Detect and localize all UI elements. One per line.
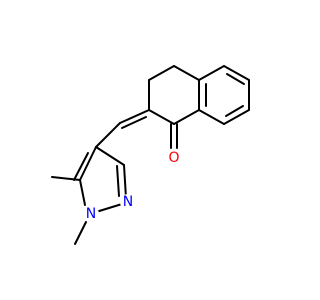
bond-exocyclic-double-1 bbox=[119, 109, 150, 124]
nitrogen-methyl-label: N bbox=[86, 206, 96, 222]
bond-ring-c2-c1 bbox=[148, 109, 175, 125]
bond-ring-ch2-2 bbox=[148, 65, 175, 81]
benzene-ring bbox=[198, 65, 250, 125]
atom-nitrogen-methyl: N bbox=[83, 206, 99, 222]
bond-pyrazole-n2-c3 bbox=[123, 164, 127, 199]
bond-ring-ch2-1 bbox=[173, 65, 200, 81]
molecule-structure: O N N bbox=[51, 65, 250, 245]
bond-pyrazole-c4-c5-inner bbox=[73, 152, 89, 181]
bond-aromatic-3 bbox=[223, 109, 250, 125]
methyl-groups bbox=[51, 176, 87, 245]
cyclohexanone-ring bbox=[148, 65, 200, 125]
bond-pyrazole-n2-c3-inner bbox=[116, 165, 120, 197]
bond-pyrazole-c5-n1 bbox=[79, 179, 86, 206]
bond-aromatic-3-inner bbox=[225, 105, 244, 117]
bond-pyrazole-n1-n2 bbox=[95, 203, 123, 213]
oxygen-label: O bbox=[168, 150, 179, 166]
bond-aromatic-1 bbox=[223, 65, 250, 81]
bond-ring-c1-c8a bbox=[173, 109, 200, 125]
bond-methyl-n1 bbox=[74, 221, 87, 245]
methylidene-linker bbox=[95, 109, 150, 148]
bond-pyrazole-c4-c5 bbox=[79, 146, 97, 181]
atom-nitrogen-ring: N bbox=[120, 194, 136, 210]
nitrogen-ring-label: N bbox=[123, 194, 133, 210]
atom-oxygen: O bbox=[166, 150, 182, 166]
bond-aromatic-6 bbox=[198, 65, 225, 81]
bond-methyl-c5 bbox=[51, 176, 81, 181]
pyrazole-ring bbox=[73, 146, 127, 213]
bond-vinyl-to-pyrazole bbox=[95, 122, 121, 148]
bond-aromatic-4 bbox=[198, 109, 225, 125]
carbonyl-group bbox=[170, 123, 178, 149]
bond-pyrazole-c3-c4 bbox=[95, 146, 125, 166]
bond-aromatic-1-inner bbox=[226, 73, 245, 85]
bond-exocyclic-double-2 bbox=[121, 116, 147, 129]
molecule-canvas: O N N bbox=[51, 65, 250, 245]
